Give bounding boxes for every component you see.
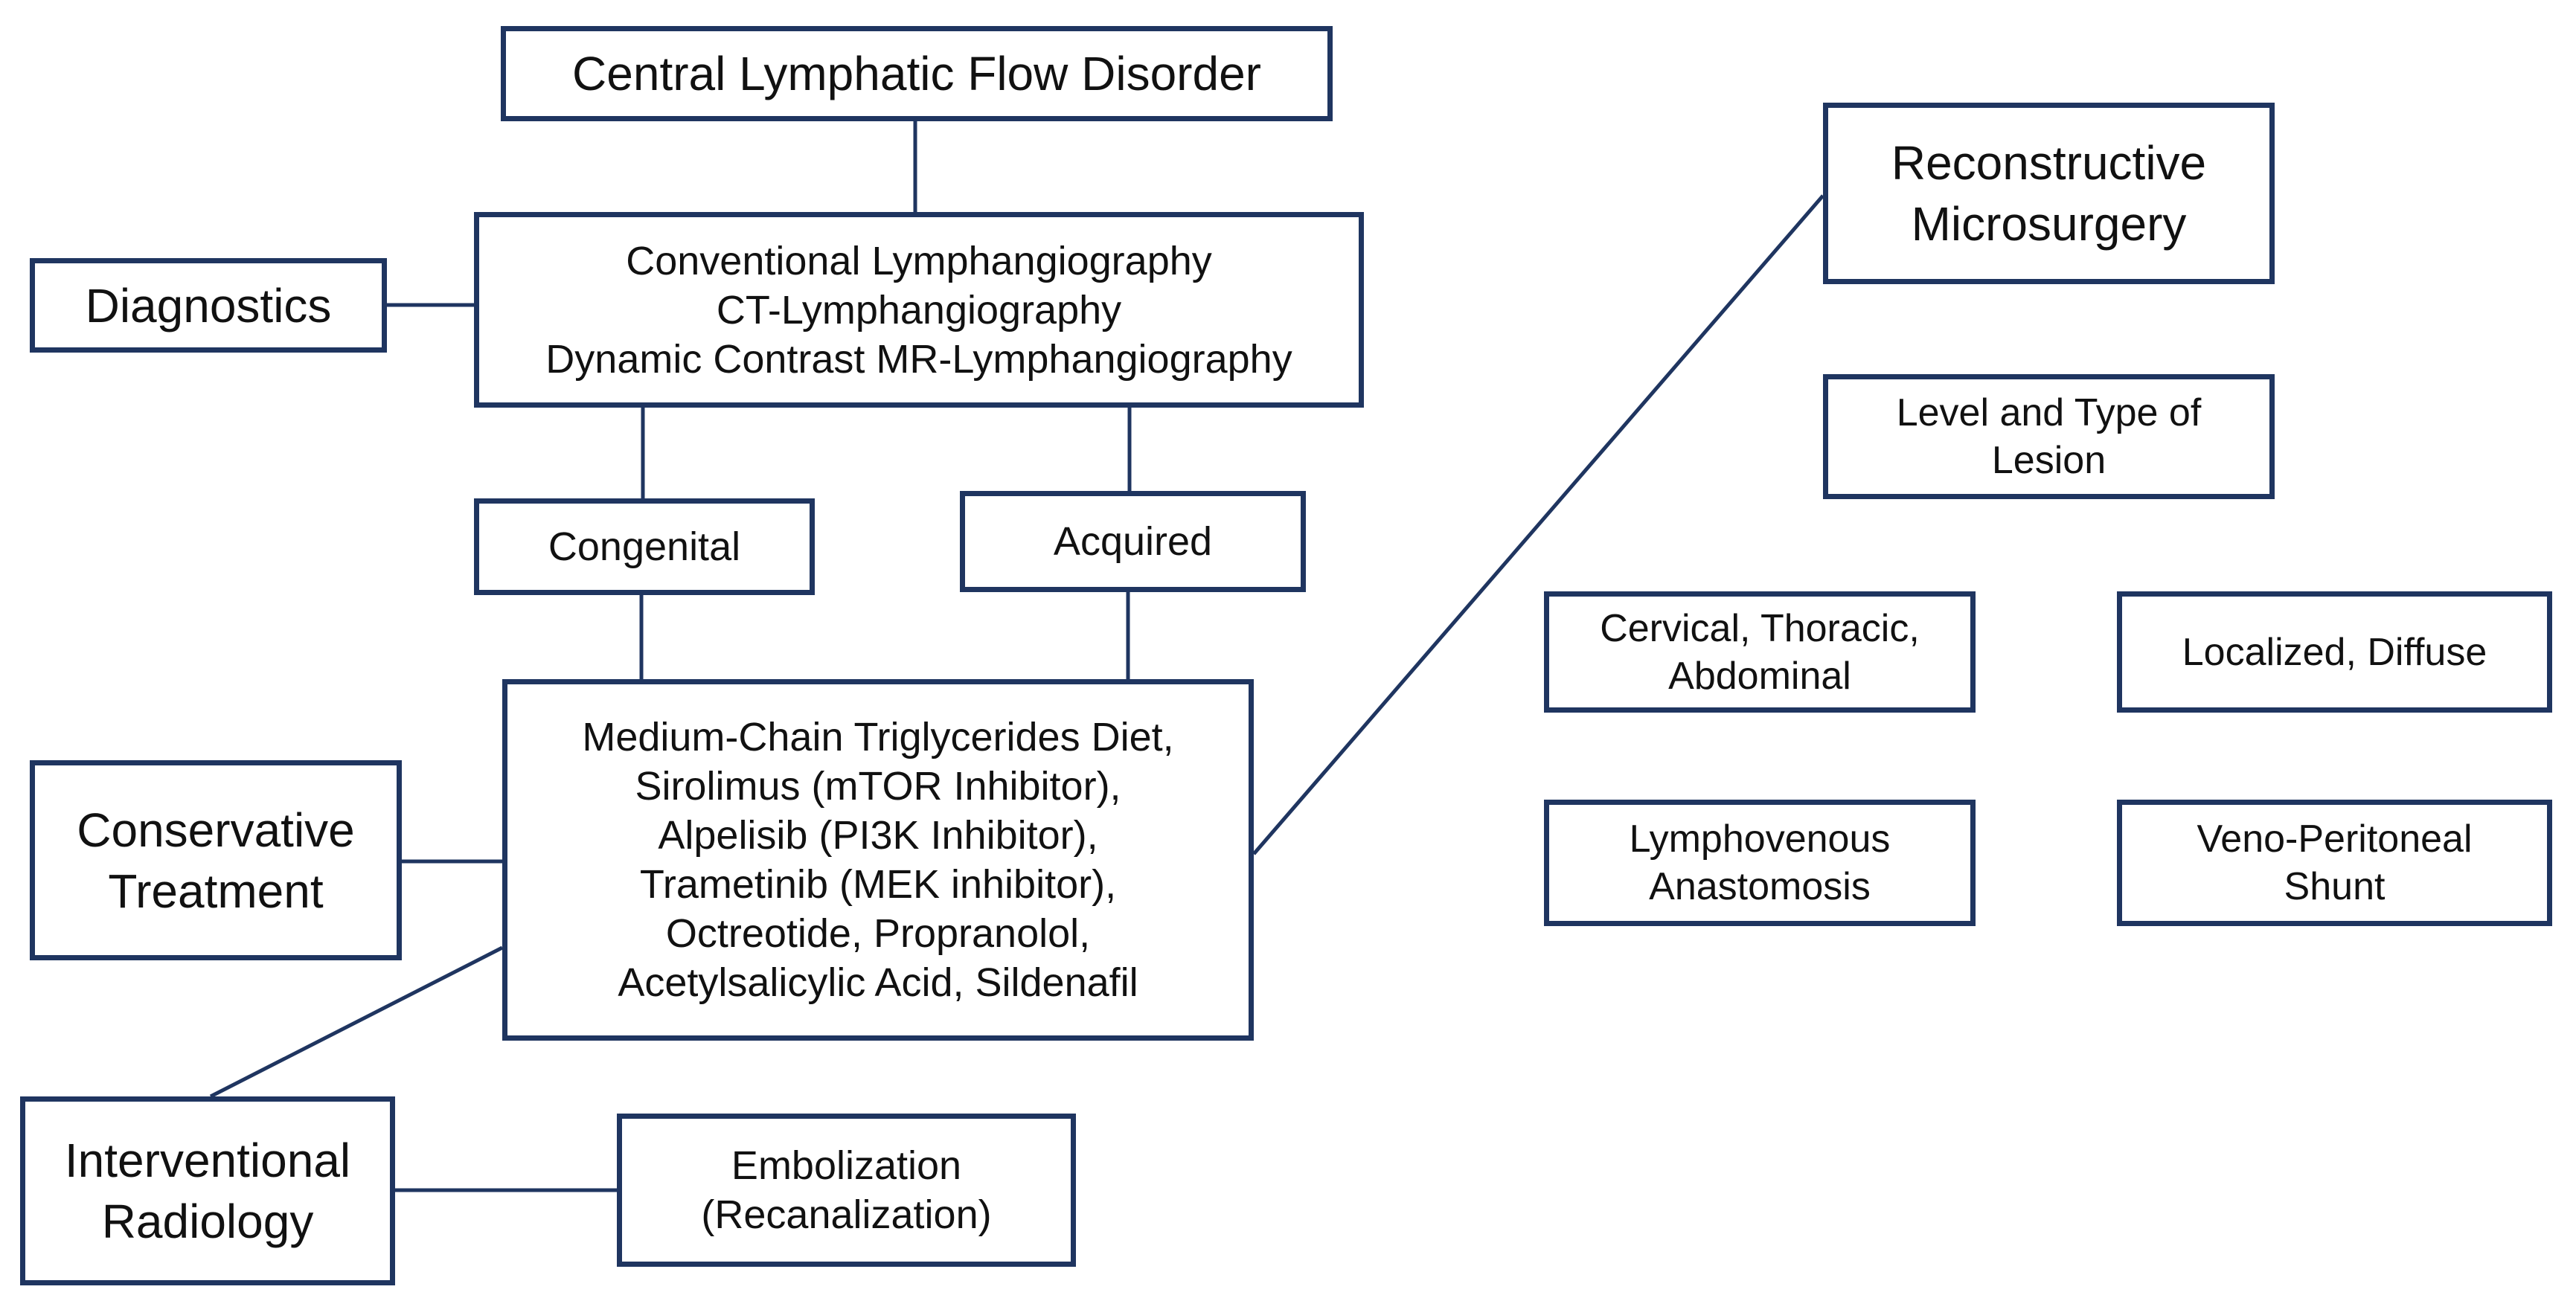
congenital-line-1: Congenital: [548, 524, 741, 569]
conservative-label-line-2: Treatment: [108, 864, 324, 918]
lymphovenous-anastomosis-box: Lymphovenous Anastomosis: [1544, 800, 1976, 926]
lesion-level-type-box: Level and Type of Lesion: [1823, 374, 2275, 499]
location-line-1: Cervical, Thoracic,: [1600, 606, 1920, 650]
embolization-line-2: (Recanalization): [701, 1192, 992, 1237]
radiology-label-line-1: Interventional: [64, 1134, 351, 1187]
conservative-label-line-1: Conservative: [77, 803, 355, 857]
extent-line-1: Localized, Diffuse: [2182, 630, 2487, 674]
radiology-label-line-2: Radiology: [101, 1195, 314, 1248]
conservative-line-2: Sirolimus (mTOR Inhibitor),: [635, 764, 1121, 809]
lesion-extent-box: Localized, Diffuse: [2117, 591, 2552, 713]
conservative-line-1: Medium-Chain Triglycerides Diet,: [582, 715, 1174, 759]
diagnostics-label-box: Diagnostics: [30, 258, 387, 353]
conservative-line-5: Octreotide, Propranolol,: [665, 911, 1091, 956]
acquired-box: Acquired: [960, 491, 1306, 592]
diagnostics-methods-box: Conventional Lymphangiography CT-Lymphan…: [474, 212, 1364, 408]
congenital-box: Congenital: [474, 498, 815, 595]
central-lymphatic-flow-disorder-box: Central Lymphatic Flow Disorder: [501, 26, 1333, 121]
conservative-treatment-label-box: Conservative Treatment: [30, 760, 402, 960]
conservative-line-4: Trametinib (MEK inhibitor),: [639, 862, 1117, 907]
connector-conservative-microsurgery: [1252, 194, 1824, 855]
acquired-line-1: Acquired: [1053, 519, 1213, 564]
embolization-box: Embolization (Recanalization): [617, 1114, 1076, 1267]
lesion-line-1: Level and Type of: [1896, 391, 2202, 434]
diagnostics-label-line-1: Diagnostics: [85, 278, 332, 333]
veno-peritoneal-shunt-box: Veno-Peritoneal Shunt: [2117, 800, 2552, 926]
diagnostics-line-3: Dynamic Contrast MR-Lymphangiography: [545, 336, 1292, 382]
connector-conservative-radiology: [209, 945, 504, 1099]
shunt-line-1: Veno-Peritoneal: [2197, 817, 2473, 861]
location-line-2: Abdominal: [1668, 654, 1851, 698]
lesion-location-box: Cervical, Thoracic, Abdominal: [1544, 591, 1976, 713]
reconstructive-microsurgery-label-box: Reconstructive Microsurgery: [1823, 103, 2275, 284]
conservative-treatment-box: Medium-Chain Triglycerides Diet, Sirolim…: [502, 679, 1254, 1041]
diagnostics-line-2: CT-Lymphangiography: [716, 287, 1122, 333]
lesion-line-2: Lesion: [1991, 439, 2106, 482]
interventional-radiology-label-box: Interventional Radiology: [20, 1096, 395, 1285]
microsurgery-label-line-1: Reconstructive: [1891, 136, 2207, 190]
lva-line-1: Lymphovenous: [1629, 817, 1891, 861]
shunt-line-2: Shunt: [2284, 865, 2386, 908]
embolization-line-1: Embolization: [731, 1143, 962, 1188]
central-line-1: Central Lymphatic Flow Disorder: [572, 47, 1261, 100]
diagnostics-line-1: Conventional Lymphangiography: [626, 238, 1212, 283]
lva-line-2: Anastomosis: [1649, 865, 1871, 908]
conservative-line-3: Alpelisib (PI3K Inhibitor),: [658, 813, 1098, 858]
conservative-line-6: Acetylsalicylic Acid, Sildenafil: [618, 960, 1138, 1005]
microsurgery-label-line-2: Microsurgery: [1911, 197, 2187, 251]
